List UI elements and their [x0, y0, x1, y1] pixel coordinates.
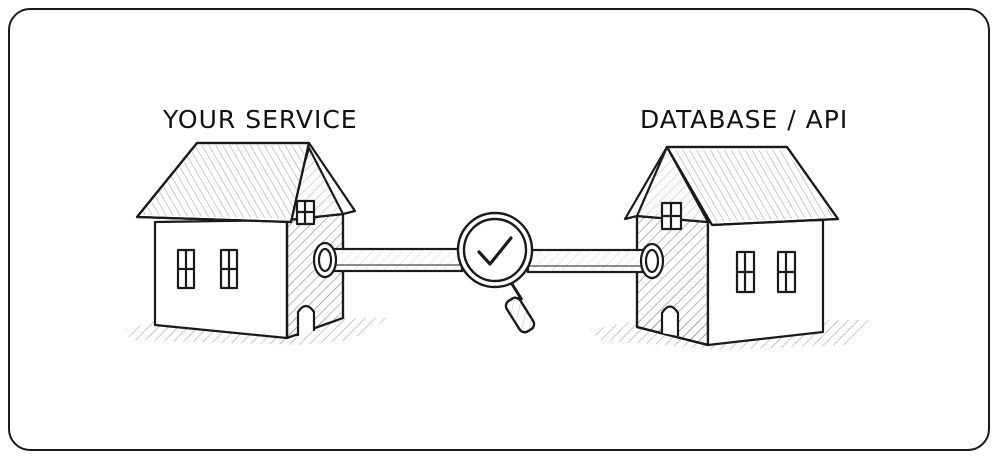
your-service-label: YOUR SERVICE	[163, 105, 358, 134]
magnifier-check-icon	[456, 211, 536, 334]
house-icon	[623, 145, 840, 347]
database-api-label: DATABASE / API	[640, 105, 849, 134]
house-icon	[135, 141, 357, 340]
